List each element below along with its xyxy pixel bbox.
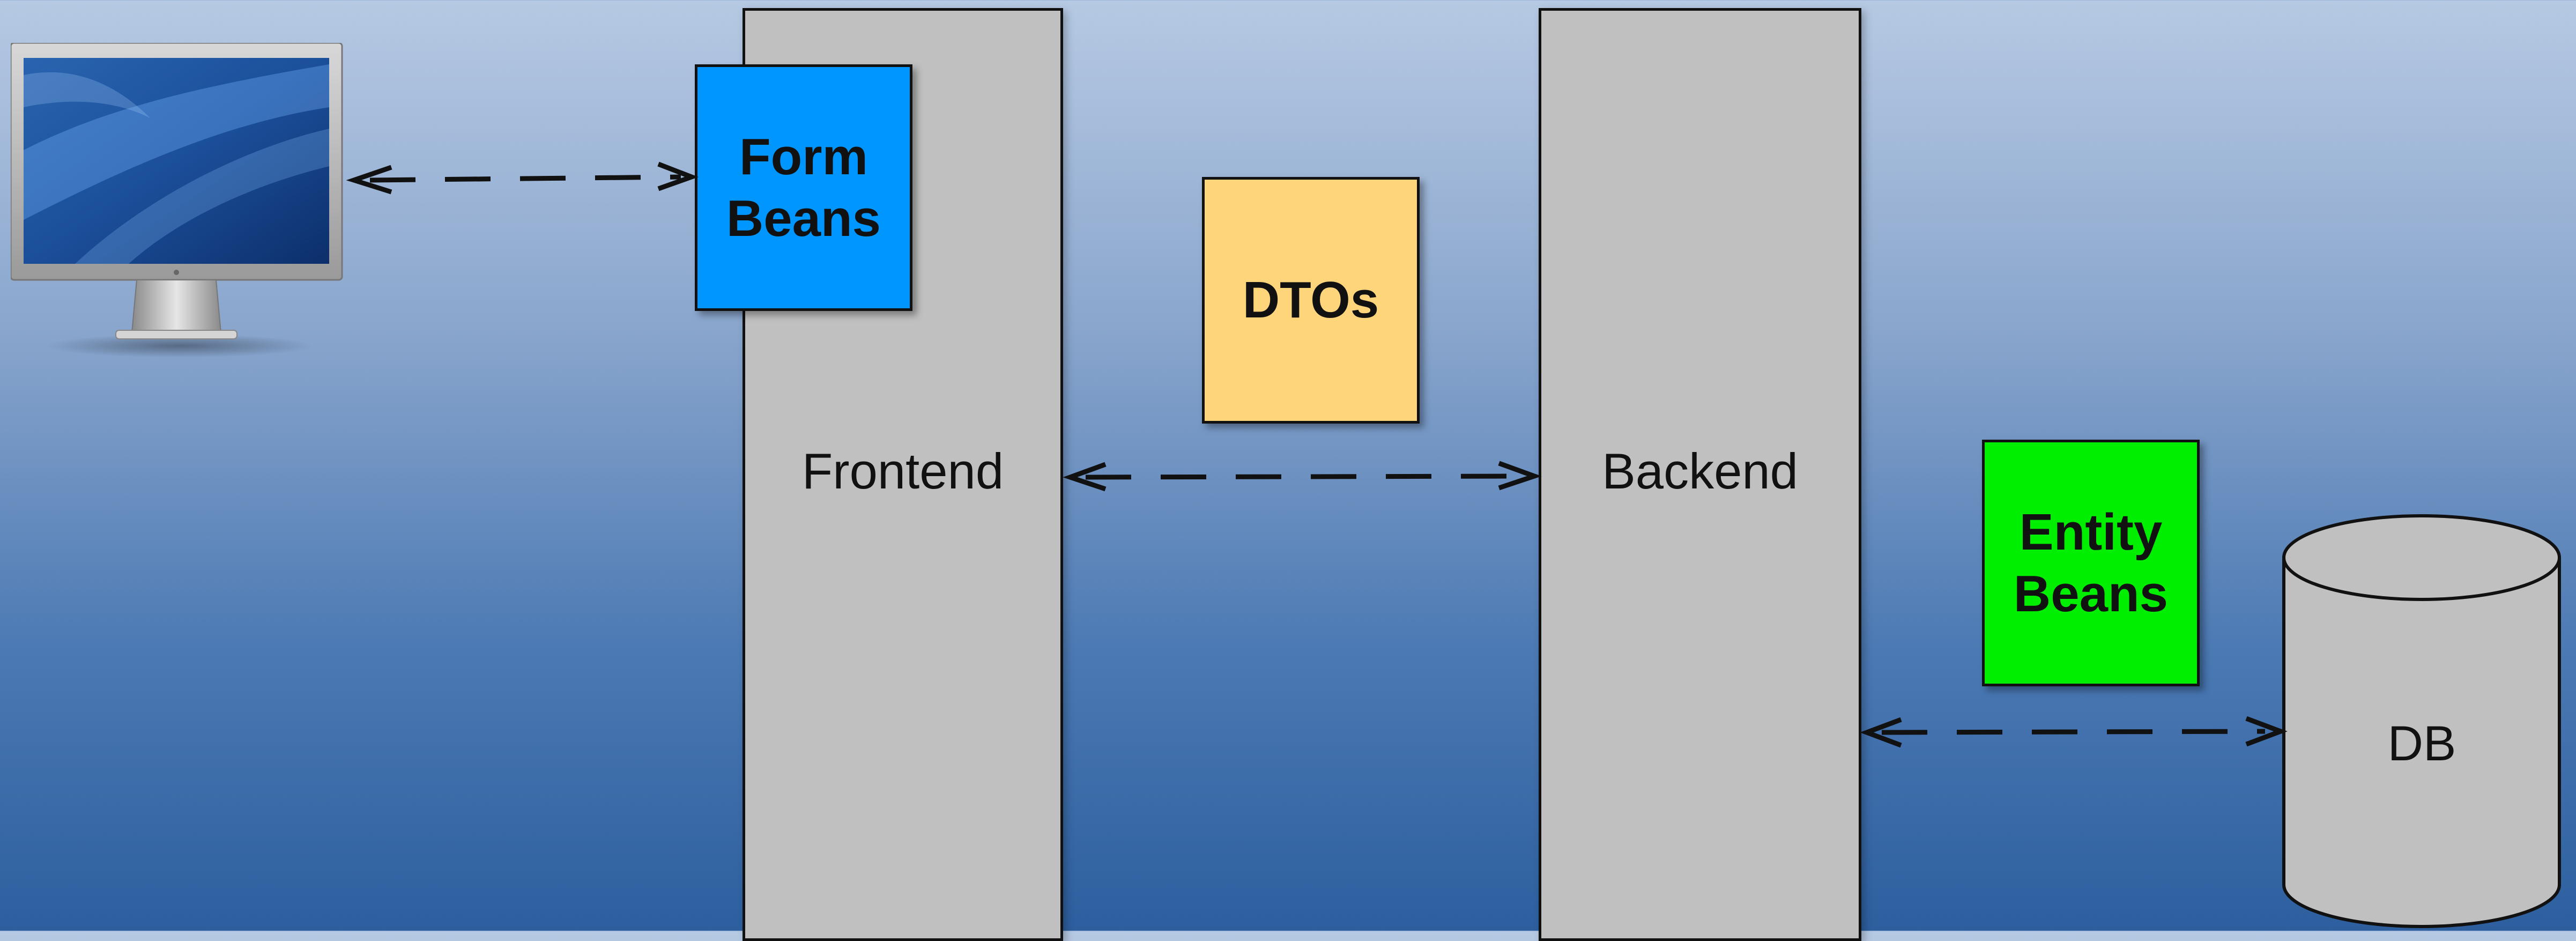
database-cylinder-icon (2282, 514, 2561, 928)
monitor-icon (11, 43, 343, 358)
backend-database-connector (1860, 716, 2288, 748)
client-frontend-connector (346, 161, 699, 195)
backend-label: Backend (1602, 443, 1798, 499)
dtos-note: DTOs (1202, 177, 1420, 424)
form-beans-note: Form Beans (695, 64, 912, 311)
entity-beans-note: Entity Beans (1982, 440, 2200, 686)
frontend-backend-connector (1063, 461, 1542, 492)
db-label: DB (2387, 716, 2456, 771)
frontend-label: Frontend (801, 443, 1004, 499)
backend-layer: Backend (1539, 8, 1861, 941)
